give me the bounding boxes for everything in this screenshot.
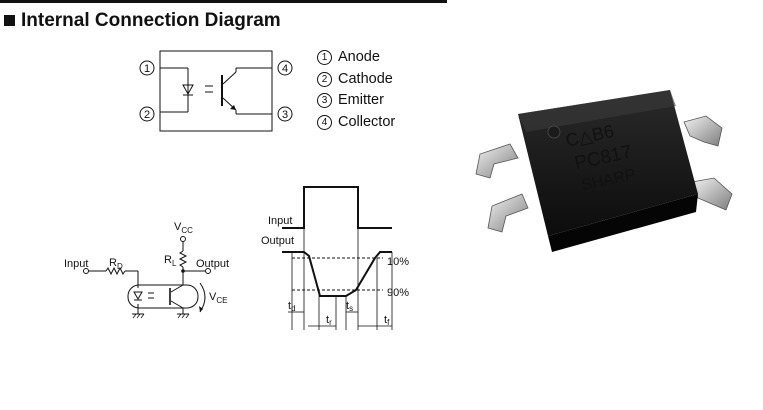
output-waveform: [282, 251, 392, 297]
transistor-collector: [222, 71, 237, 85]
circuit-output-label: Output: [196, 258, 229, 270]
chip-front-face: [548, 194, 698, 252]
timing-input-label: Input: [268, 215, 292, 227]
test-emitter: [170, 300, 184, 309]
pct-90-label: 90%: [387, 287, 409, 299]
square-bullet-icon: [4, 15, 15, 26]
pin-4-number: 4: [282, 63, 288, 75]
vce-arrow-icon: [199, 306, 203, 312]
input-waveform: [282, 186, 392, 229]
lead-left-top: [475, 143, 519, 179]
pin-2-circle: [139, 106, 155, 122]
circuit-input-label: Input: [64, 258, 88, 270]
chip-photo: C△B6 PC817 SHARP: [475, 90, 733, 252]
pin-2-number: 2: [144, 109, 150, 121]
rl-label: RL: [164, 254, 177, 268]
lead-right-bottom: [691, 177, 733, 211]
timing-output-label: Output: [261, 235, 294, 247]
pct-10-label: 10%: [387, 256, 409, 268]
package-outline: [159, 50, 273, 132]
input-terminal: [83, 268, 89, 274]
rd-resistor-icon: [105, 266, 126, 276]
ts-label: ts: [346, 300, 353, 313]
pin-3-circle: [277, 106, 293, 122]
pin1-dot-icon: [547, 125, 561, 139]
chip-top-edge: [518, 90, 676, 132]
timing-dimension-lines: [288, 311, 392, 327]
led-diode-icon: [182, 84, 194, 96]
chip-body: [518, 90, 698, 236]
test-led-icon: [133, 291, 143, 301]
rd-label: RD: [109, 257, 123, 271]
top-rule: [0, 0, 447, 3]
emitter-arrow-icon: [230, 105, 236, 110]
pin-3-number: 3: [282, 109, 288, 121]
lead-right-top: [683, 115, 723, 147]
page-title: Internal Connection Diagram: [4, 10, 281, 32]
rl-resistor-icon: [178, 250, 188, 268]
output-terminal: [205, 268, 211, 274]
pin-1-circle: [139, 60, 155, 76]
pin-4-circle: [277, 60, 293, 76]
tr-label: tr: [326, 314, 332, 327]
timing-ticks: [291, 228, 393, 330]
vcc-label: VCC: [174, 221, 193, 235]
pin-1-number: 1: [144, 63, 150, 75]
tf-label: tf: [384, 314, 390, 327]
ground-hatch: [132, 313, 190, 319]
vce-label: VCE: [209, 291, 227, 305]
vcc-terminal: [180, 236, 186, 242]
test-collector: [170, 284, 184, 293]
td-label: td: [288, 300, 296, 313]
lead-left-bottom: [487, 193, 529, 233]
coupler-outline: [127, 284, 199, 309]
